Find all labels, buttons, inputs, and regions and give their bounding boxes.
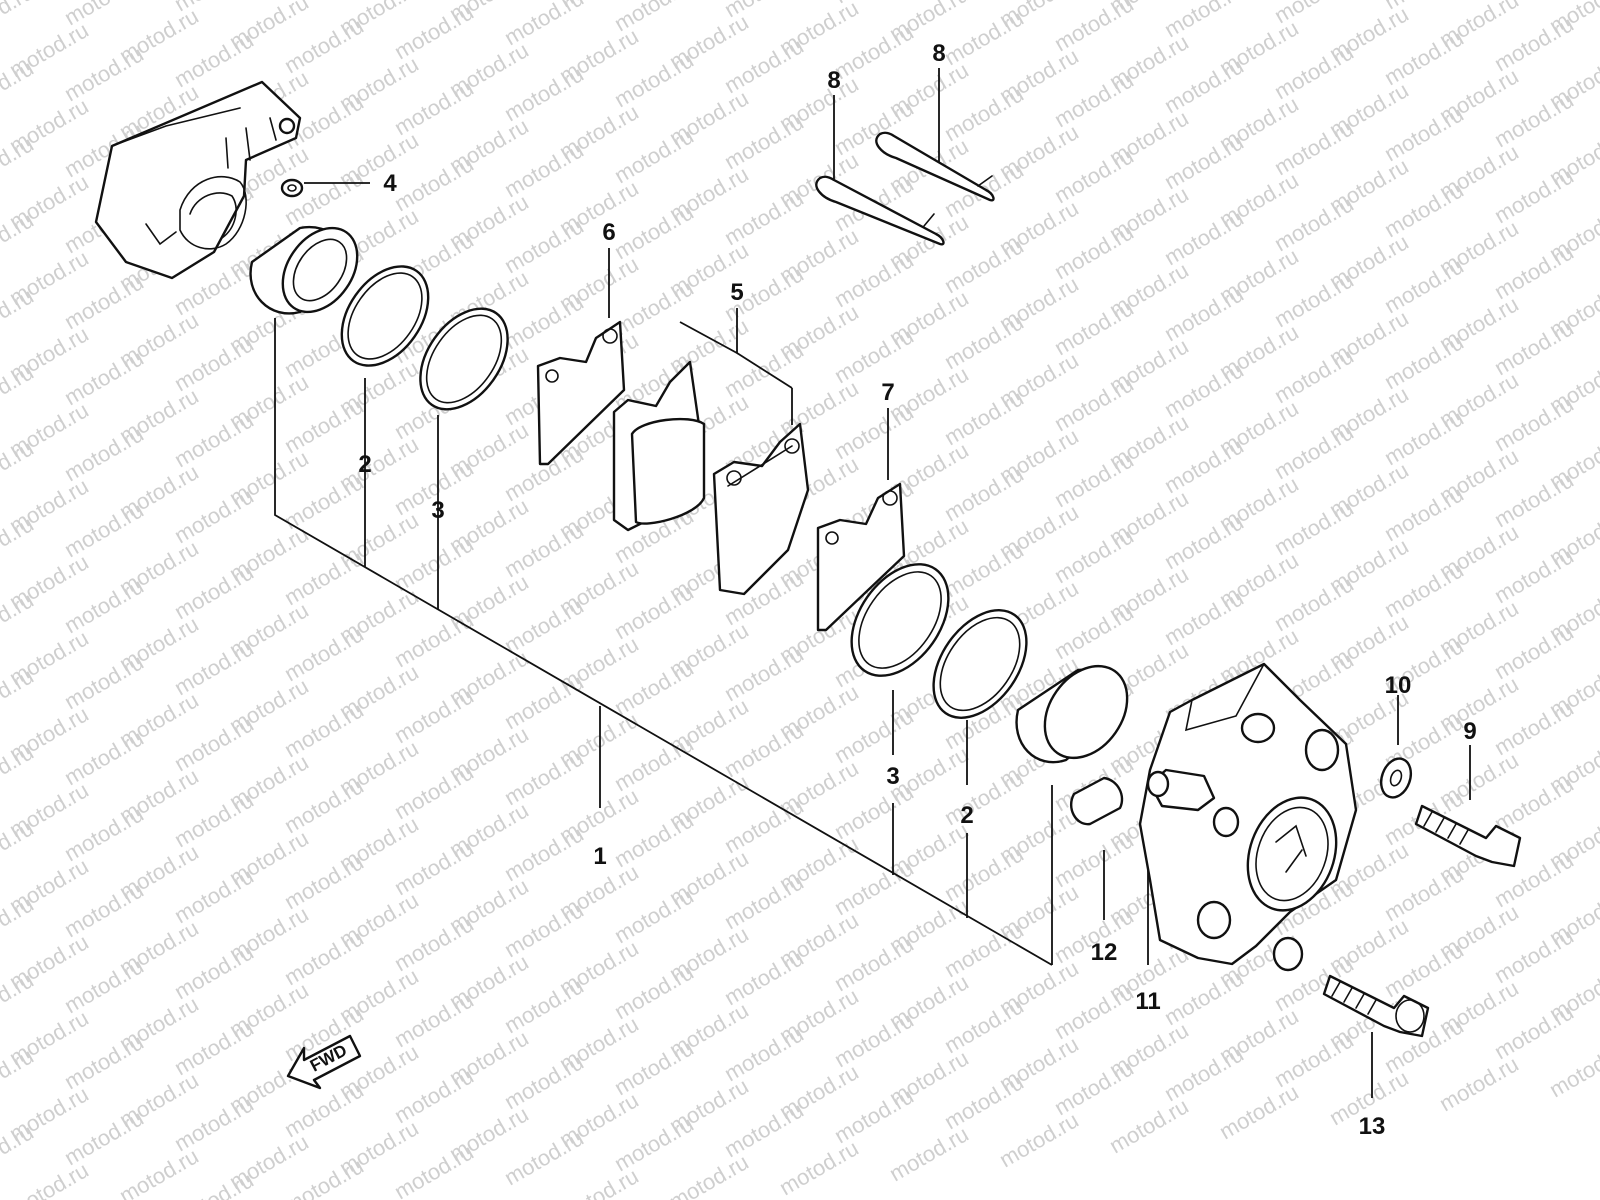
callout-4: 4	[383, 170, 397, 197]
callout-8-left: 8	[827, 67, 840, 94]
pad-shim-part-6	[536, 320, 626, 466]
watermark-text: motod.ru	[0, 0, 38, 44]
watermark-text: motod.ru	[885, 1121, 973, 1186]
pad-pin-part-8-b	[875, 131, 995, 202]
callout-13: 13	[1359, 1113, 1386, 1140]
watermark-text: motod.ru	[500, 1125, 588, 1190]
callout-9: 9	[1463, 718, 1476, 745]
watermark-text: motod.ru	[5, 1157, 93, 1200]
piston-seal-left	[340, 265, 430, 367]
callout-3-right: 3	[886, 763, 899, 790]
callout-12: 12	[1091, 939, 1118, 966]
callout-5: 5	[730, 279, 743, 306]
callout-2-left: 2	[358, 451, 371, 478]
watermark-text: motod.ru	[775, 1135, 863, 1200]
watermark-text: motod.ru	[115, 1143, 203, 1200]
watermark-text: motod.ru	[1105, 1093, 1193, 1158]
callout-3-left: 3	[431, 497, 444, 524]
watermark-text: motod.ru	[995, 1107, 1083, 1172]
watermark-text: motod.ru	[665, 1149, 753, 1200]
watermark-text: motod.ru	[1435, 1051, 1523, 1116]
piston-seal-right	[932, 609, 1028, 719]
callout-7: 7	[881, 379, 894, 406]
piston-right	[1015, 664, 1129, 764]
watermark-text: motod.ru	[390, 1139, 478, 1200]
brake-pad-front	[612, 360, 706, 532]
piston-left	[249, 225, 359, 315]
bleeder-cap-part-12	[1069, 776, 1124, 826]
watermark-text: motod.ru	[1545, 1037, 1600, 1102]
bolt-part-13	[1322, 974, 1430, 1038]
callout-11: 11	[1135, 988, 1160, 1015]
callout-8-right: 8	[932, 40, 945, 67]
callout-2-right: 2	[960, 802, 973, 829]
pad-pin-part-8-a	[815, 175, 945, 246]
bolt-part-9	[1414, 804, 1522, 868]
brake-pad-rear	[712, 422, 810, 596]
washer-part-10	[1379, 757, 1413, 799]
callout-6: 6	[602, 219, 615, 246]
callout-labels: 1 2 3 4 5 6 7 8 8 3 2 9 10 11 12 13	[358, 40, 1476, 1140]
dust-seal-right	[850, 563, 950, 677]
watermark-text: motod.ru	[1215, 1079, 1303, 1144]
watermark-text: motod.ru	[555, 1163, 643, 1200]
bleeder-cap-part-4	[280, 178, 304, 198]
caliper-body-inner	[94, 80, 302, 280]
dust-seal-left	[419, 307, 509, 411]
pad-shim-part-7	[816, 482, 906, 632]
caliper-body-outer	[1138, 662, 1358, 972]
callout-10: 10	[1385, 672, 1412, 699]
callout-1: 1	[593, 843, 606, 870]
leader-lines	[274, 68, 1471, 1098]
